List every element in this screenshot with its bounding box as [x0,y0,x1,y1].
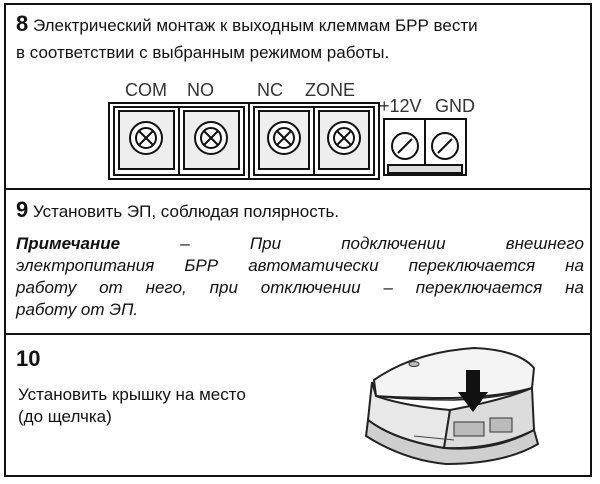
note-row-1: Примечание – При подключении внешнего [16,233,584,255]
screw-com-icon [129,121,163,155]
terminal-label-12v: +12V [379,96,422,116]
note-row-2: электропитания БРР автоматически переклю… [16,255,584,277]
step-10-line2: (до щелчка) [18,407,112,426]
step-10-body: Установить крышку на место (до щелчка) [18,384,246,428]
note-word: При [249,234,282,253]
note-word: работу [16,278,77,297]
terminal-label-zone: ZONE [305,80,355,100]
instruction-table: 8 Электрический монтаж к выходным клемма… [4,3,592,477]
screw-gnd-icon [431,132,459,160]
note-word: – [180,234,190,253]
terminal-label-nc: NC [257,80,283,100]
divider-8-9 [6,188,590,190]
note-word: переключается [408,256,536,275]
screw-nc-icon [267,121,301,155]
step-9-line1: 9 Установить ЭП, соблюдая полярность. [16,199,339,222]
note-word: на [565,278,584,297]
divider-9-10 [6,333,590,335]
step-8-number: 8 [16,11,29,36]
cover-install-illustration [364,346,540,466]
note-word: внешнего [505,234,584,253]
note-word: на [565,256,584,275]
note-row-3: работу от него, при отключении – переклю… [16,277,584,299]
screw-12v-icon [391,132,419,160]
terminal-label-com: COM [125,80,167,100]
note-row-4: работу от ЭП. [16,300,139,319]
note-word: переключается [415,278,543,297]
note-word: автоматически [248,256,379,275]
step-10-number: 10 [16,346,41,371]
screw-zone-icon [327,121,361,155]
step-9-number: 9 [16,197,29,222]
note-word: – [383,278,393,297]
screw-no-icon [194,121,228,155]
arrow-down-icon [458,370,488,412]
step-10-line1: Установить крышку на место [18,385,246,404]
note-word: от [99,278,123,297]
note-word: него, [145,278,187,297]
step-9-note: Примечание – При подключении внешнего эл… [16,233,584,321]
note-label: Примечание [16,234,121,253]
step-8: 8 Электрический монтаж к выходным клемма… [6,5,590,188]
note-word: электропитания [16,256,155,275]
note-word: при [209,278,238,297]
step-8-line1: 8 Электрический монтаж к выходным клемма… [16,13,478,36]
step-9: 9 Установить ЭП, соблюдая полярность. Пр… [6,191,590,333]
step-8-line2: в соответствии с выбранным режимом работ… [16,43,390,62]
terminal-label-gnd: GND [435,96,475,116]
terminal-block-diagram: COM NO NC ZONE +12V GND [108,80,475,180]
step-9-text: Установить ЭП, соблюдая полярность. [28,202,340,221]
note-word: отключении [260,278,361,297]
step-10: 10 Установить крышку на место (до щелчка… [6,336,590,475]
note-word: БРР [184,256,219,275]
terminal-label-no: NO [187,80,214,100]
note-word: подключении [341,234,446,253]
step-8-text: Электрический монтаж к выходным клеммам … [28,16,478,35]
